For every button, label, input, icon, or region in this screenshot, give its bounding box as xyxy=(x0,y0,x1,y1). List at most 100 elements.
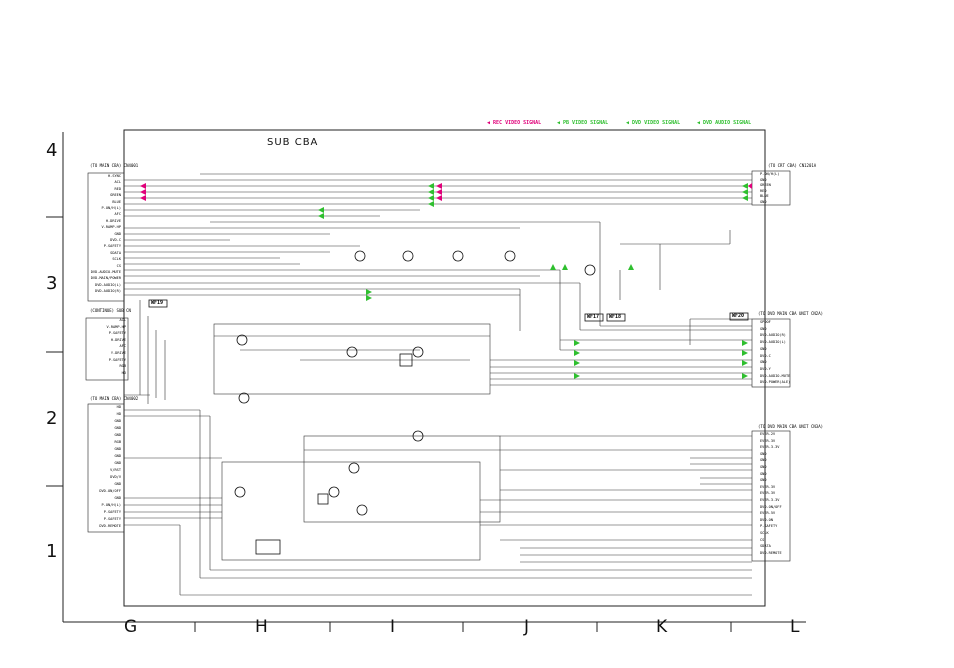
connector-pin-label: HD xyxy=(121,370,126,375)
connector-pin-label: SDATA xyxy=(760,544,771,549)
connector-pin-label: P-SAFETY xyxy=(103,244,121,249)
right-mid-header: (TO DVD MAIN CBA UNIT CN2A) xyxy=(758,311,824,316)
test-point-wf19: WF19 xyxy=(151,300,164,306)
connector-pin-label: H-DRIVE xyxy=(110,337,126,342)
connector-pin-label: GND xyxy=(760,326,767,331)
connector-pin-label: SCLK xyxy=(112,257,121,262)
col-label-g: G xyxy=(124,617,138,637)
test-point-wf20: WF20 xyxy=(732,313,745,319)
test-point-wf17: WF17 xyxy=(587,314,600,320)
connector-pin-label: DVD-AUDIO(R) xyxy=(760,333,786,338)
connector-pin-label: GREEN xyxy=(760,183,771,188)
board-title: SUB CBA xyxy=(267,137,319,148)
connector-pin-label: GND xyxy=(760,471,767,476)
connector-pin-label: P-ON/H(L) xyxy=(101,503,121,507)
connector-pin-label: GND xyxy=(114,433,122,437)
col-label-j: J xyxy=(524,617,530,637)
connector-pin-label: P-ON/H(L) xyxy=(101,206,121,210)
connector-pin-label: DVD/V xyxy=(110,475,121,479)
connector-pin-label: EVER-3V xyxy=(760,491,776,496)
connector-pin-label: DVD-POWER(ALE) xyxy=(760,380,791,385)
row-label-4: 4 xyxy=(46,140,58,161)
connector-pin-label: HD xyxy=(116,412,121,416)
left-top-connector xyxy=(87,172,125,302)
connector-pin-label: DVD-ON xyxy=(760,517,773,522)
connector-pin-label: DVD-ON/OFF xyxy=(99,489,121,493)
connector-pin-label: ACL xyxy=(114,180,122,185)
connector-pin-label: GND xyxy=(114,419,122,423)
connector-pin-label: HD xyxy=(116,405,121,409)
row-label-2: 2 xyxy=(46,408,58,429)
connector-pin-label: GND xyxy=(114,496,122,500)
connector-pin-label: BLUE xyxy=(112,199,121,204)
connector-pin-label: EVER-3V xyxy=(760,438,776,443)
left-bottom-connector xyxy=(87,403,125,533)
connector-pin-label: GND xyxy=(114,447,122,451)
test-point-wf18: WF18 xyxy=(609,314,622,320)
connector-pin-label: DVD-AUDIO(L) xyxy=(760,340,786,345)
test-points xyxy=(148,299,749,322)
connector-pin-label: RED xyxy=(760,188,767,193)
connector-pin-label: DVD-C xyxy=(110,238,121,242)
legend-pb-video: ◀ PB VIDEO SIGNAL xyxy=(557,120,609,126)
left-top-header: (TO MAIN CBA) CN4001 xyxy=(90,163,139,168)
connector-pin-label: DVD-REMOTE xyxy=(760,550,782,555)
left-mid-connector xyxy=(85,317,129,381)
connector-pin-label: GND xyxy=(760,177,767,182)
legend-rec-video: ◀ REC VIDEO SIGNAL xyxy=(487,120,542,126)
connector-pin-label: RED xyxy=(114,186,122,191)
connector-pin-label: DVD-C xyxy=(760,353,771,358)
signal-traces xyxy=(124,173,752,596)
connector-pin-label: GND xyxy=(760,458,767,463)
connector-pin-label: SPDOF xyxy=(760,320,771,324)
connector-pin-label: GND xyxy=(760,465,767,469)
connector-pin-label: P-SAFETY xyxy=(103,517,121,521)
connector-pin-label: GND xyxy=(114,454,122,458)
right-bottom-connector xyxy=(751,430,791,562)
connector-pin-label: H-SYNC xyxy=(108,174,121,178)
connector-pin-label: AFC xyxy=(114,212,122,217)
right-mid-connector xyxy=(751,318,791,388)
right-bottom-header: (TO DVD MAIN CBA UNIT CN3A) xyxy=(758,424,824,429)
transistor-symbols xyxy=(234,250,596,555)
connector-pin-label: EVER-3V xyxy=(760,484,776,489)
col-label-h: H xyxy=(255,617,268,637)
legend-dvd-audio: ◀ DVD AUDIO SIGNAL xyxy=(697,120,752,126)
connector-pin-label: P-SAFETY xyxy=(760,524,778,529)
connector-pin-label: DVD-ON/OFF xyxy=(760,504,782,509)
connector-pin-label: GND xyxy=(760,346,767,351)
connector-pin-label: GREEN xyxy=(110,193,121,198)
connector-pin-label: EVER-3.3V xyxy=(760,445,780,450)
connector-pin-label: DVD-AUDIO-MUTE xyxy=(90,270,121,274)
connector-pin-label: GND xyxy=(114,482,122,486)
connector-pin-label: CS xyxy=(760,537,765,542)
right-top-header: (TO CRT CBA) CN1201A xyxy=(768,163,817,168)
connector-pin-label: DVD-MAIN/POWER xyxy=(90,276,121,281)
connector-pin-label: DVD-AUDIO(L) xyxy=(95,282,121,287)
connector-pin-label: GND xyxy=(114,426,122,430)
connector-pin-label: AFC xyxy=(119,344,127,349)
connector-pin-label: ACL xyxy=(119,318,127,322)
connector-pin-label: GND xyxy=(760,200,767,204)
connector-pin-label: BLUE xyxy=(760,194,769,199)
col-label-l: L xyxy=(790,617,800,637)
connector-pin-label: RGB xyxy=(119,364,127,369)
col-label-i: I xyxy=(390,617,396,637)
connector-pin-label: GND xyxy=(760,360,767,365)
connector-pin-label: GND xyxy=(760,478,767,483)
left-mid-header: (CONTINUE) SUB CN xyxy=(90,308,131,313)
connector-pin-label: P-ON/H(L) xyxy=(760,172,780,176)
connector-pin-label: SDATA xyxy=(110,250,121,255)
connector-pin-label: P-SAFETY xyxy=(108,357,126,362)
connector-pin-label: V-RAMP-HP xyxy=(101,225,121,230)
row-label-3: 3 xyxy=(46,273,58,294)
connector-pin-label: Y-DRIVE xyxy=(110,351,126,355)
connector-pin-label: EVER-5V xyxy=(760,511,776,516)
connector-pin-label: GND xyxy=(114,461,122,465)
connector-pin-label: DVD-Y xyxy=(760,366,771,371)
connector-pin-label: V-RAMP-HP xyxy=(106,324,126,329)
connector-pin-label: V/RST xyxy=(110,468,121,472)
connector-pin-label: EVER-2V xyxy=(760,432,776,436)
connector-pin-label: SCLK xyxy=(760,531,769,535)
